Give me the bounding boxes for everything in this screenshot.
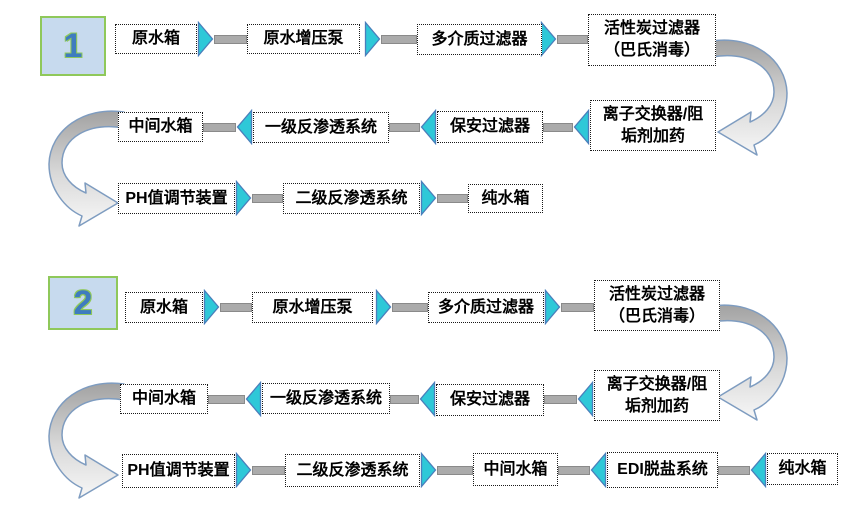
node-ro-stage2: 二级反渗透系统 [283, 183, 420, 214]
node-intermediate-tank: 中间水箱 [473, 453, 558, 486]
connector-pipe [558, 466, 590, 475]
connector-pipe [214, 35, 247, 44]
curved-arrow-down-right-icon [48, 382, 125, 499]
node-multimedia-filter: 多介质过滤器 [428, 292, 544, 323]
node-ro-stage1: 一级反渗透系统 [253, 112, 389, 143]
node-ion-exchanger: 离子交换器/阻 垢剂加药 [594, 370, 720, 421]
flow-arrow-right-icon [375, 289, 392, 325]
flow-arrow-right-icon [235, 180, 252, 216]
flow-arrow-right-icon [203, 289, 220, 325]
connector-pipe [208, 395, 245, 404]
connector-pipe [543, 123, 573, 132]
node-raw-water-tank: 原水箱 [115, 24, 197, 54]
connector-pipe [561, 303, 594, 312]
node-activated-carbon-filter: 活性炭过滤器 （巴氏消毒） [594, 280, 720, 331]
node-ph-adjuster: PH值调节装置 [118, 183, 235, 214]
node-edi-system: EDI脱盐系统 [607, 452, 718, 488]
node-intermediate-tank: 中间水箱 [120, 384, 208, 414]
flow-arrow-left-icon [590, 452, 607, 488]
flow-1-badge: 1 [40, 16, 106, 76]
node-multimedia-filter: 多介质过滤器 [417, 24, 542, 55]
flow-arrow-left-icon [573, 109, 590, 145]
connector-pipe [557, 35, 588, 44]
connector-pipe [252, 466, 285, 475]
connector-pipe [381, 35, 417, 44]
curved-arrow-down-left-icon [711, 39, 788, 156]
node-ion-exchanger: 离子交换器/阻 垢剂加药 [590, 100, 716, 151]
flow-arrow-left-icon [577, 381, 594, 417]
connector-pipe [437, 194, 468, 203]
connector-pipe [544, 395, 577, 404]
node-booster-pump: 原水增压泵 [247, 24, 360, 54]
flow-arrow-right-icon [364, 21, 381, 57]
flow-arrow-right-icon [420, 452, 437, 488]
node-security-filter: 保安过滤器 [437, 111, 543, 143]
flow-arrow-right-icon [197, 21, 214, 57]
connector-pipe [392, 303, 428, 312]
connector-pipe [220, 303, 252, 312]
node-ro-stage1: 一级反渗透系统 [262, 383, 390, 414]
flow-arrow-right-icon [420, 180, 437, 216]
flow-arrow-left-icon [420, 109, 437, 145]
flow-arrow-right-icon [544, 289, 561, 325]
node-activated-carbon-filter: 活性炭过滤器 （巴氏消毒） [588, 14, 716, 66]
node-pure-water-tank: 纯水箱 [767, 453, 838, 485]
node-booster-pump: 原水增压泵 [252, 292, 373, 323]
flow-arrow-left-icon [419, 381, 436, 417]
connector-pipe [437, 466, 473, 475]
flow-arrow-left-icon [245, 381, 262, 417]
connector-pipe [389, 123, 420, 132]
node-pure-water-tank: 纯水箱 [468, 184, 543, 213]
connector-pipe [718, 466, 750, 475]
connector-pipe [203, 123, 236, 132]
curved-arrow-down-left-icon [711, 304, 788, 421]
connector-pipe [252, 194, 283, 203]
flow-arrow-left-icon [750, 452, 767, 488]
node-raw-water-tank: 原水箱 [125, 292, 203, 323]
flow-arrow-right-icon [235, 452, 252, 488]
node-ro-stage2: 二级反渗透系统 [285, 454, 420, 487]
flow-arrow-right-icon [540, 21, 557, 57]
node-security-filter: 保安过滤器 [436, 384, 544, 416]
flow-arrow-left-icon [236, 109, 253, 145]
node-ph-adjuster: PH值调节装置 [122, 454, 235, 488]
connector-pipe [390, 395, 419, 404]
flow-2-badge: 2 [48, 276, 118, 330]
node-intermediate-tank: 中间水箱 [118, 112, 203, 142]
curved-arrow-down-right-icon [48, 110, 125, 227]
